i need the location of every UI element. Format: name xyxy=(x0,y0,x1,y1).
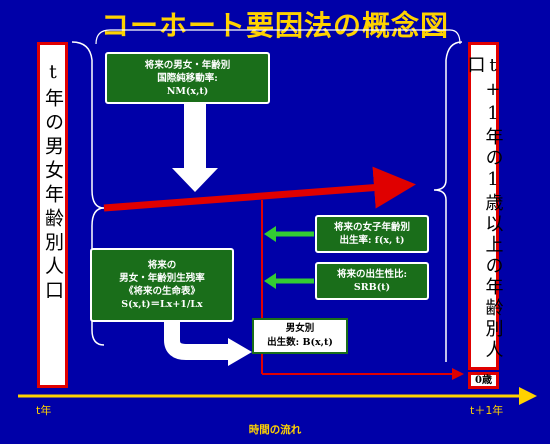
survival-line1: 将来の xyxy=(147,260,177,271)
fertility-rate-box: 将来の女子年齢別 出生率: f(x, t) xyxy=(315,215,429,253)
migration-arrow-head xyxy=(172,168,218,192)
time-start-label: t年 xyxy=(36,404,52,417)
age-zero-box: 0歳 xyxy=(468,372,499,389)
births-box: 男女別 出生数: B(x,t) xyxy=(252,318,348,354)
migration-line2: 国際純移動率: xyxy=(157,72,218,84)
migration-arrow-shaft xyxy=(184,104,206,168)
survival-line4: S(x,t)＝Lx+1/Lx xyxy=(121,299,203,310)
survival-rate-box: 将来の 男女・年齢別生残率 《将来の生命表》 S(x,t)＝Lx+1/Lx xyxy=(90,248,234,322)
survival-line2: 男女・年齢別生残率 xyxy=(119,273,205,284)
migration-line1: 将来の男女・年齢別 xyxy=(144,59,231,71)
right-bracket xyxy=(433,41,463,362)
fertility-line2: 出生率: f(x, t) xyxy=(339,235,405,246)
births-line2: 出生数: B(x,t) xyxy=(267,337,333,348)
births-line1: 男女別 xyxy=(285,323,315,334)
time-end-label: t＋1年 xyxy=(470,404,504,417)
srb-line1: 将来の出生性比: xyxy=(336,269,407,280)
current-population-box: t年の男女年齢別人口 xyxy=(37,42,68,388)
migration-line3: NM(x,t) xyxy=(166,85,209,97)
sex-ratio-box: 将来の出生性比: SRB(t) xyxy=(315,262,429,300)
migration-rate-box: 将来の男女・年齢別 国際純移動率: NM(x,t) xyxy=(105,52,270,104)
top-connector xyxy=(95,29,461,45)
survival-line3: 《将来の生命表》 xyxy=(123,286,200,297)
future-population-box: t+1年の1歳以上の年齢別人口 xyxy=(465,42,504,370)
diagram-title: コーホート要因法の概念図 xyxy=(100,9,449,42)
survival-to-births-arrow xyxy=(164,322,230,360)
aging-arrow xyxy=(103,166,416,212)
fertility-line1: 将来の女子年齢別 xyxy=(333,222,410,233)
srb-line2: SRB(t) xyxy=(353,282,391,293)
time-flow-label: 時間の流れ xyxy=(248,424,302,436)
